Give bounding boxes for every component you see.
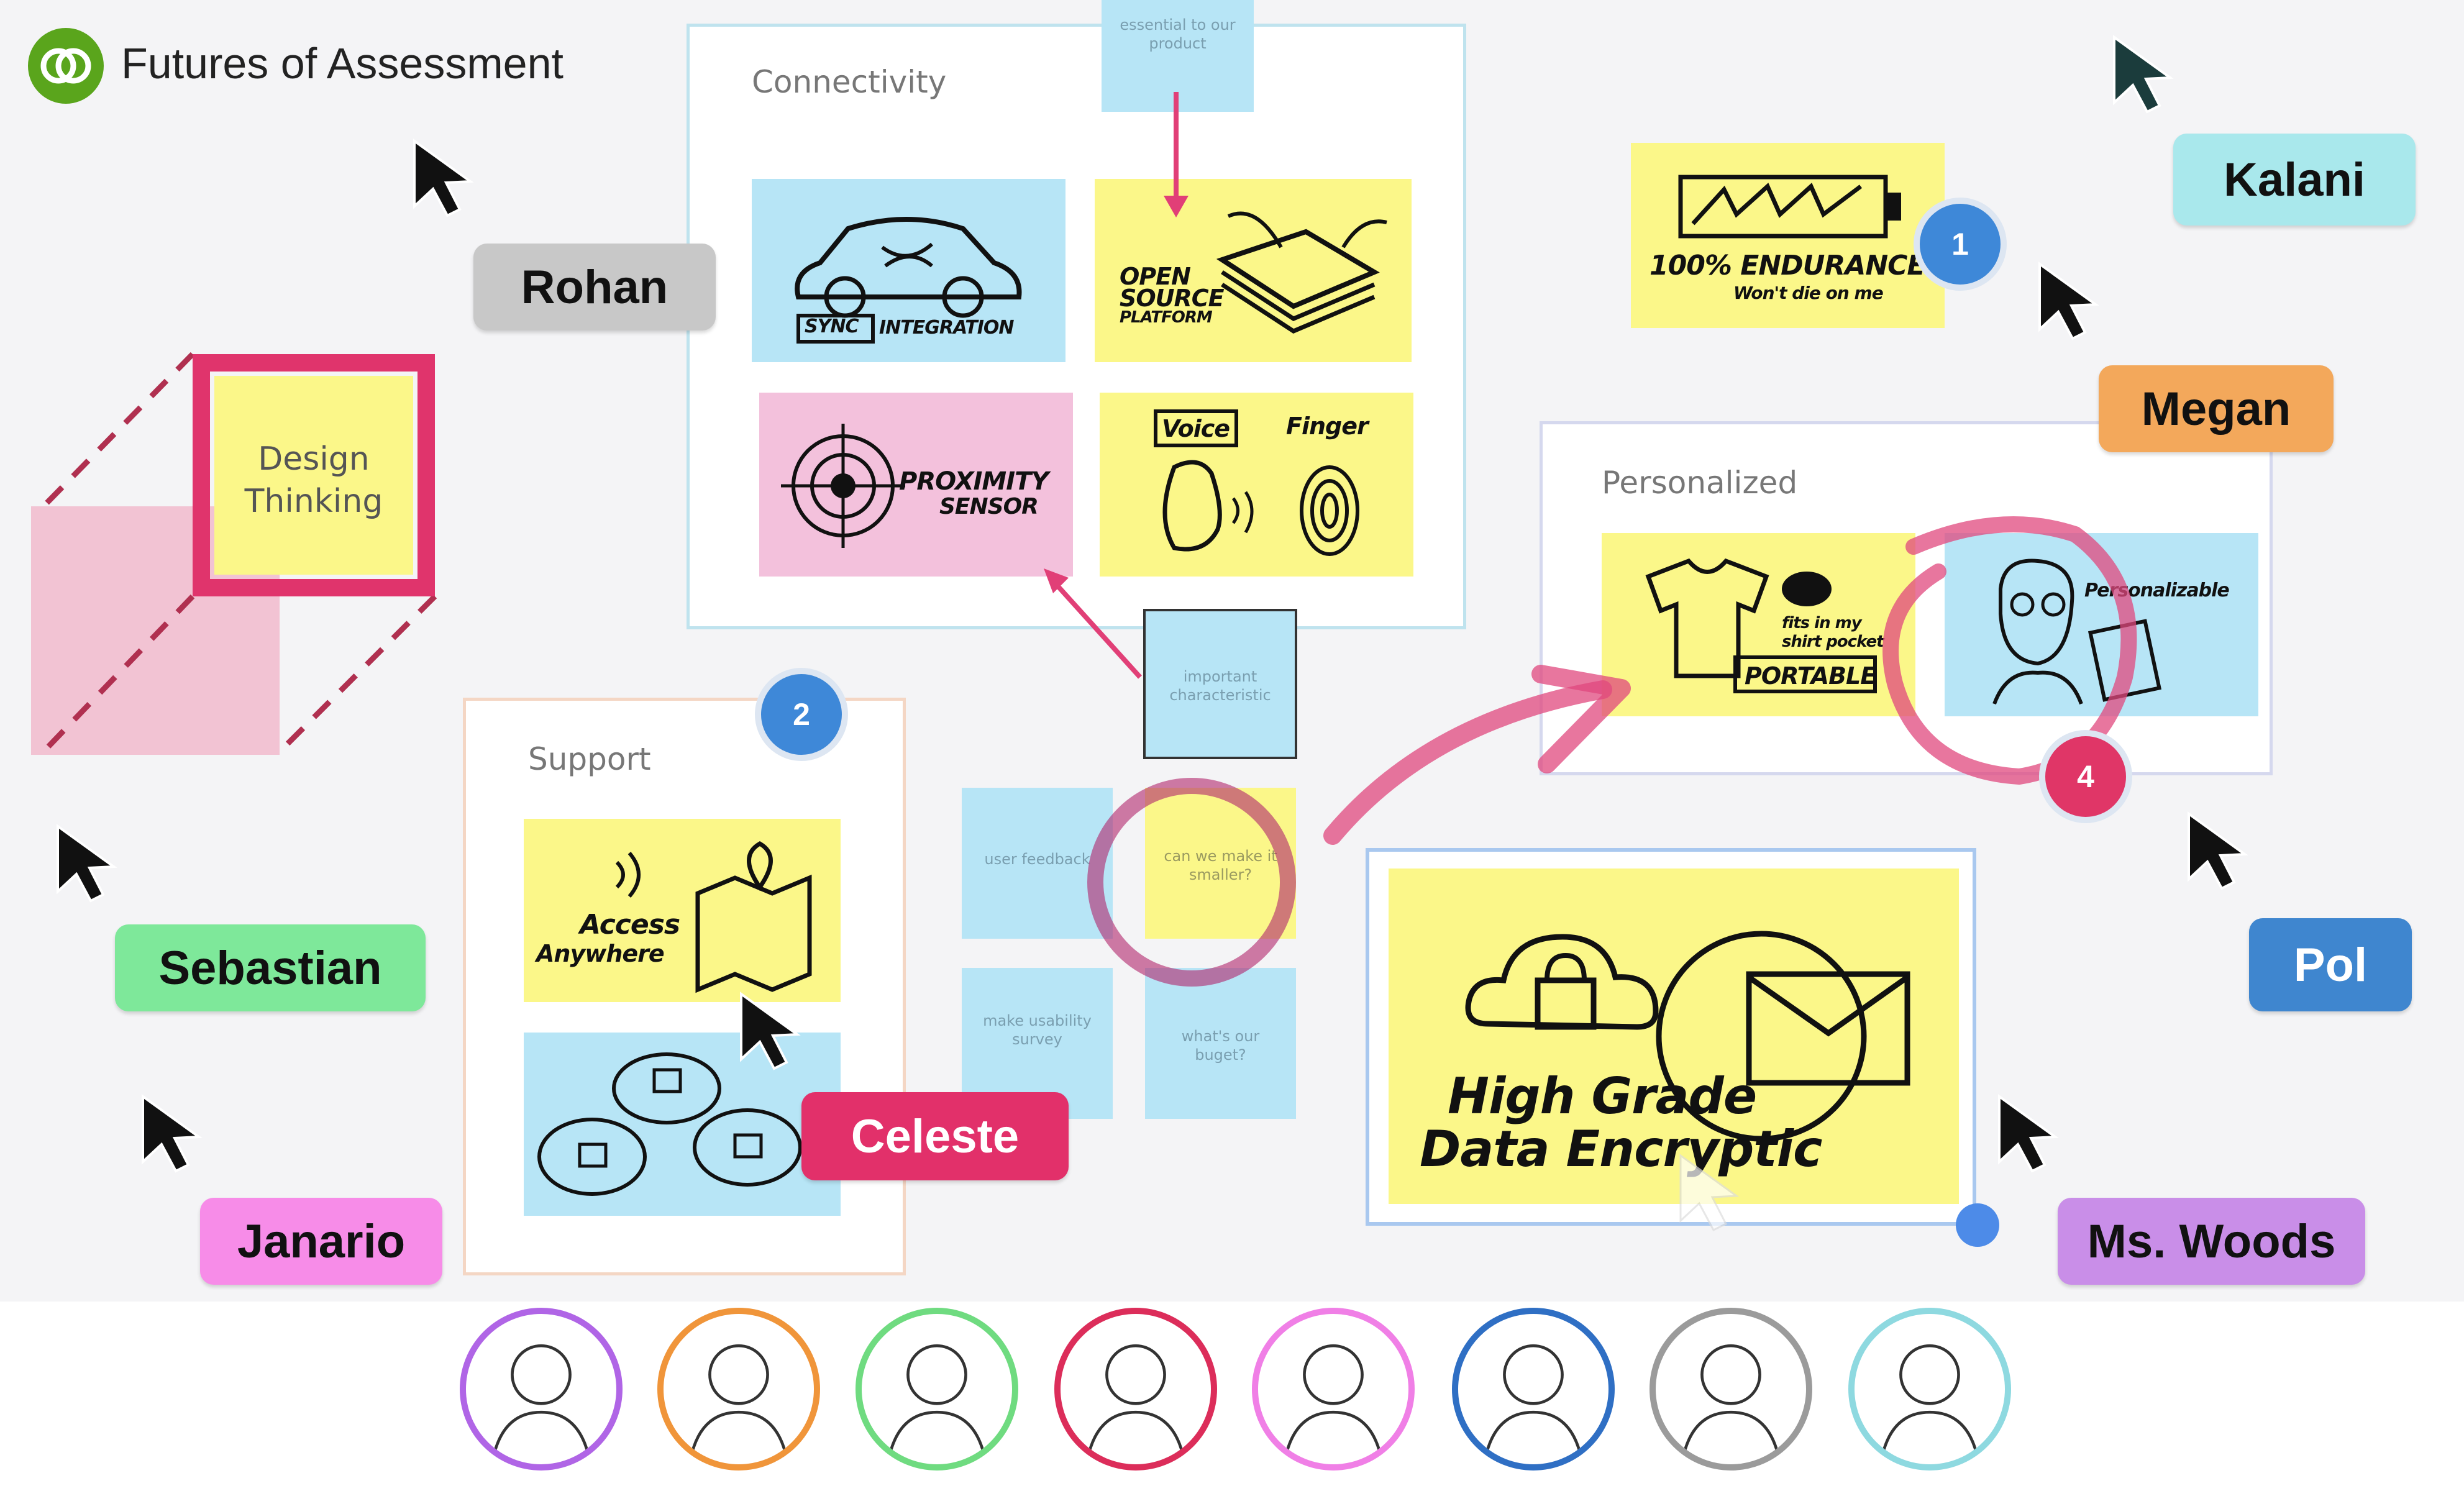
cursor-pol-icon — [2188, 811, 2248, 890]
cursor-rohan-icon — [413, 139, 474, 217]
person-sketch-icon — [1680, 1344, 1782, 1464]
person-sketch-icon — [1085, 1344, 1187, 1464]
person-sketch-icon — [1282, 1344, 1384, 1464]
note-design-thinking[interactable]: Design Thinking — [214, 376, 413, 575]
battery-sketch-icon — [1678, 175, 1901, 239]
cursor-ghost-icon — [1679, 1154, 1740, 1231]
participant-avatar-8[interactable] — [1848, 1308, 2011, 1470]
cursor-sebastian-icon — [57, 824, 117, 903]
shirt-sketch-icon — [1645, 558, 1877, 693]
cursor-janario-icon — [142, 1094, 203, 1173]
collaborator-tag-janario: Janario — [200, 1198, 442, 1285]
voice-fingerprint-sketch-icon — [1154, 409, 1359, 556]
note-encryption[interactable]: High Grade Data Encryptic — [1389, 869, 1959, 1204]
person-sketch-icon — [688, 1344, 790, 1464]
collaborator-tag-rohan: Rohan — [473, 244, 716, 331]
car-sketch-icon — [795, 217, 1022, 344]
note-portable[interactable]: fits in my shirt pocket PORTABLE — [1602, 533, 1915, 716]
badge-2[interactable]: 2 — [755, 668, 848, 761]
lock-envelope-sketch-icon — [1465, 931, 1910, 1142]
participant-avatar-5[interactable] — [1252, 1308, 1415, 1470]
person-sketch-icon — [1879, 1344, 1981, 1464]
note-important-characteristic[interactable]: important characteristic — [1143, 609, 1297, 759]
note-voice-finger[interactable]: Voice Finger — [1100, 393, 1413, 577]
app-logo[interactable] — [28, 28, 104, 104]
note-essential[interactable]: essential to our product — [1102, 0, 1254, 112]
resize-handle[interactable] — [1956, 1203, 1999, 1247]
whiteboard-canvas[interactable]: Futures of Assessment Connectivity essen… — [0, 0, 2464, 1302]
participant-avatar-2[interactable] — [657, 1308, 820, 1470]
layers-sketch-icon — [1216, 211, 1387, 334]
participant-avatar-6[interactable] — [1452, 1308, 1615, 1470]
app-title: Futures of Assessment — [121, 39, 564, 88]
badge-4[interactable]: 4 — [2039, 730, 2132, 823]
collaborator-tag-ms-woods: Ms. Woods — [2058, 1198, 2365, 1285]
cursor-celeste-icon — [740, 992, 801, 1070]
badge-1[interactable]: 1 — [1914, 198, 2007, 291]
collaborator-tag-megan: Megan — [2099, 365, 2334, 452]
participant-avatar-4[interactable] — [1054, 1308, 1217, 1470]
collaborator-tag-kalani: Kalani — [2173, 134, 2416, 226]
cube-front-frame — [193, 354, 435, 596]
participants-strip — [0, 1302, 2464, 1491]
note-budget[interactable]: what's our buget? — [1145, 968, 1296, 1119]
face-sketch-icon — [1992, 559, 2162, 705]
note-personalizable[interactable]: Personalizable — [1945, 533, 2258, 716]
person-sketch-icon — [490, 1344, 592, 1464]
collaborator-tag-sebastian: Sebastian — [115, 924, 426, 1011]
map-pin-sketch-icon — [615, 841, 812, 993]
cursor-ms-woods-icon — [1998, 1094, 2059, 1173]
note-access-anywhere[interactable]: Access Anywhere — [524, 819, 841, 1002]
frame-title-connectivity: Connectivity — [752, 64, 947, 100]
frame-title-personalized: Personalized — [1602, 465, 1798, 501]
network-sketch-icon — [537, 1052, 802, 1196]
collaborator-tag-pol: Pol — [2249, 918, 2412, 1011]
person-sketch-icon — [886, 1344, 988, 1464]
cursor-kalani-icon — [2113, 35, 2174, 114]
participant-avatar-1[interactable] — [460, 1308, 623, 1470]
participant-avatar-7[interactable] — [1650, 1308, 1812, 1470]
frame-title-support: Support — [528, 741, 651, 777]
note-proximity-sensor[interactable]: PROXIMITY SENSOR — [759, 393, 1073, 577]
design-thinking-cube[interactable]: Design Thinking — [25, 348, 460, 777]
cursor-megan-icon — [2038, 262, 2099, 340]
target-sketch-icon — [781, 424, 905, 548]
collaborator-tag-celeste: Celeste — [801, 1092, 1069, 1180]
note-open-source[interactable]: OPEN SOURCE PLATFORM — [1095, 179, 1412, 362]
note-user-feedback[interactable]: user feedback — [962, 788, 1113, 939]
note-can-we-make-smaller[interactable]: can we make it smaller? — [1145, 788, 1296, 939]
note-endurance[interactable]: 100% ENDURANCE Won't die on me — [1631, 143, 1945, 328]
person-sketch-icon — [1482, 1344, 1584, 1464]
rings-logo-icon — [40, 48, 91, 84]
note-sync-integration[interactable]: SYNC INTEGRATION — [752, 179, 1065, 362]
participant-avatar-3[interactable] — [856, 1308, 1018, 1470]
